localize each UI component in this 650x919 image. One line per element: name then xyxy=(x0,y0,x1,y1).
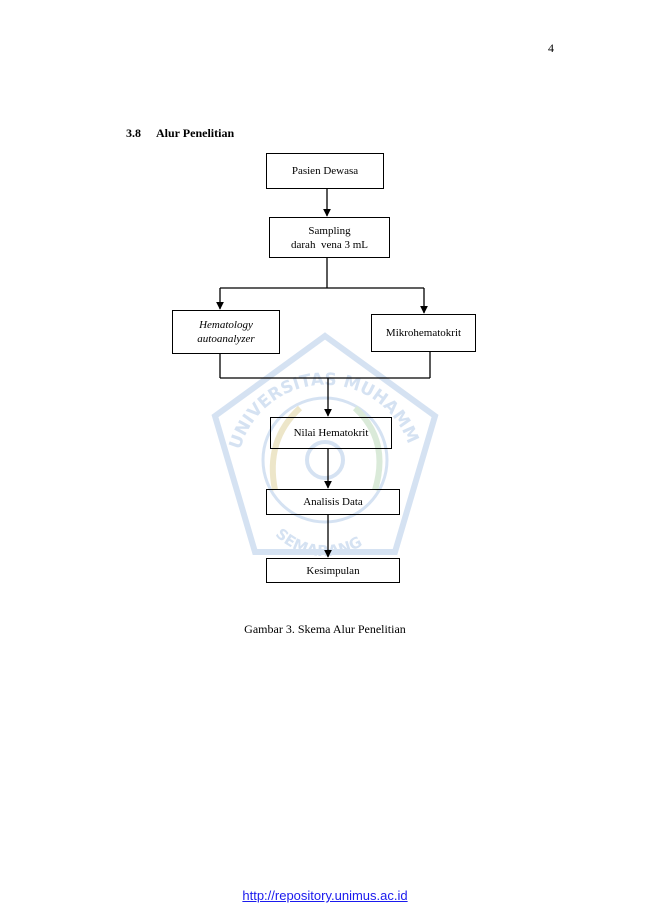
node-hematology-line1: Hematology xyxy=(199,319,253,331)
section-heading: 3.8 Alur Penelitian xyxy=(126,126,234,141)
node-mikrohematokrit: Mikrohematokrit xyxy=(371,314,476,352)
node-patient: Pasien Dewasa xyxy=(266,153,384,189)
section-title: Alur Penelitian xyxy=(156,126,235,140)
node-hematology-autoanalyzer: Hematology autoanalyzer xyxy=(172,310,280,354)
node-sampling: Sampling darah vena 3 mL xyxy=(269,217,390,258)
node-result-label: Nilai Hematokrit xyxy=(293,427,369,439)
node-sampling-line2: darah vena 3 mL xyxy=(291,238,368,251)
node-analisis-data: Analisis Data xyxy=(266,489,400,515)
node-nilai-hematokrit: Nilai Hematokrit xyxy=(270,417,392,449)
node-micro-label: Mikrohematokrit xyxy=(385,327,462,339)
university-logo-watermark: UNIVERSITAS MUHAMMADIYAH SEMARANG xyxy=(205,330,439,560)
page-number: 4 xyxy=(548,41,554,55)
node-analysis-label: Analisis Data xyxy=(303,496,363,508)
node-patient-label: Pasien Dewasa xyxy=(291,165,359,177)
node-hematology-line2: autoanalyzer xyxy=(197,333,255,345)
node-sampling-line1: Sampling xyxy=(308,224,351,237)
node-conclusion-label: Kesimpulan xyxy=(306,564,360,577)
node-kesimpulan: Kesimpulan xyxy=(266,558,400,583)
footer-repository-link[interactable]: http://repository.unimus.ac.id xyxy=(242,888,408,903)
figure-caption: Gambar 3. Skema Alur Penelitian xyxy=(244,622,406,636)
section-number: 3.8 xyxy=(126,126,141,140)
